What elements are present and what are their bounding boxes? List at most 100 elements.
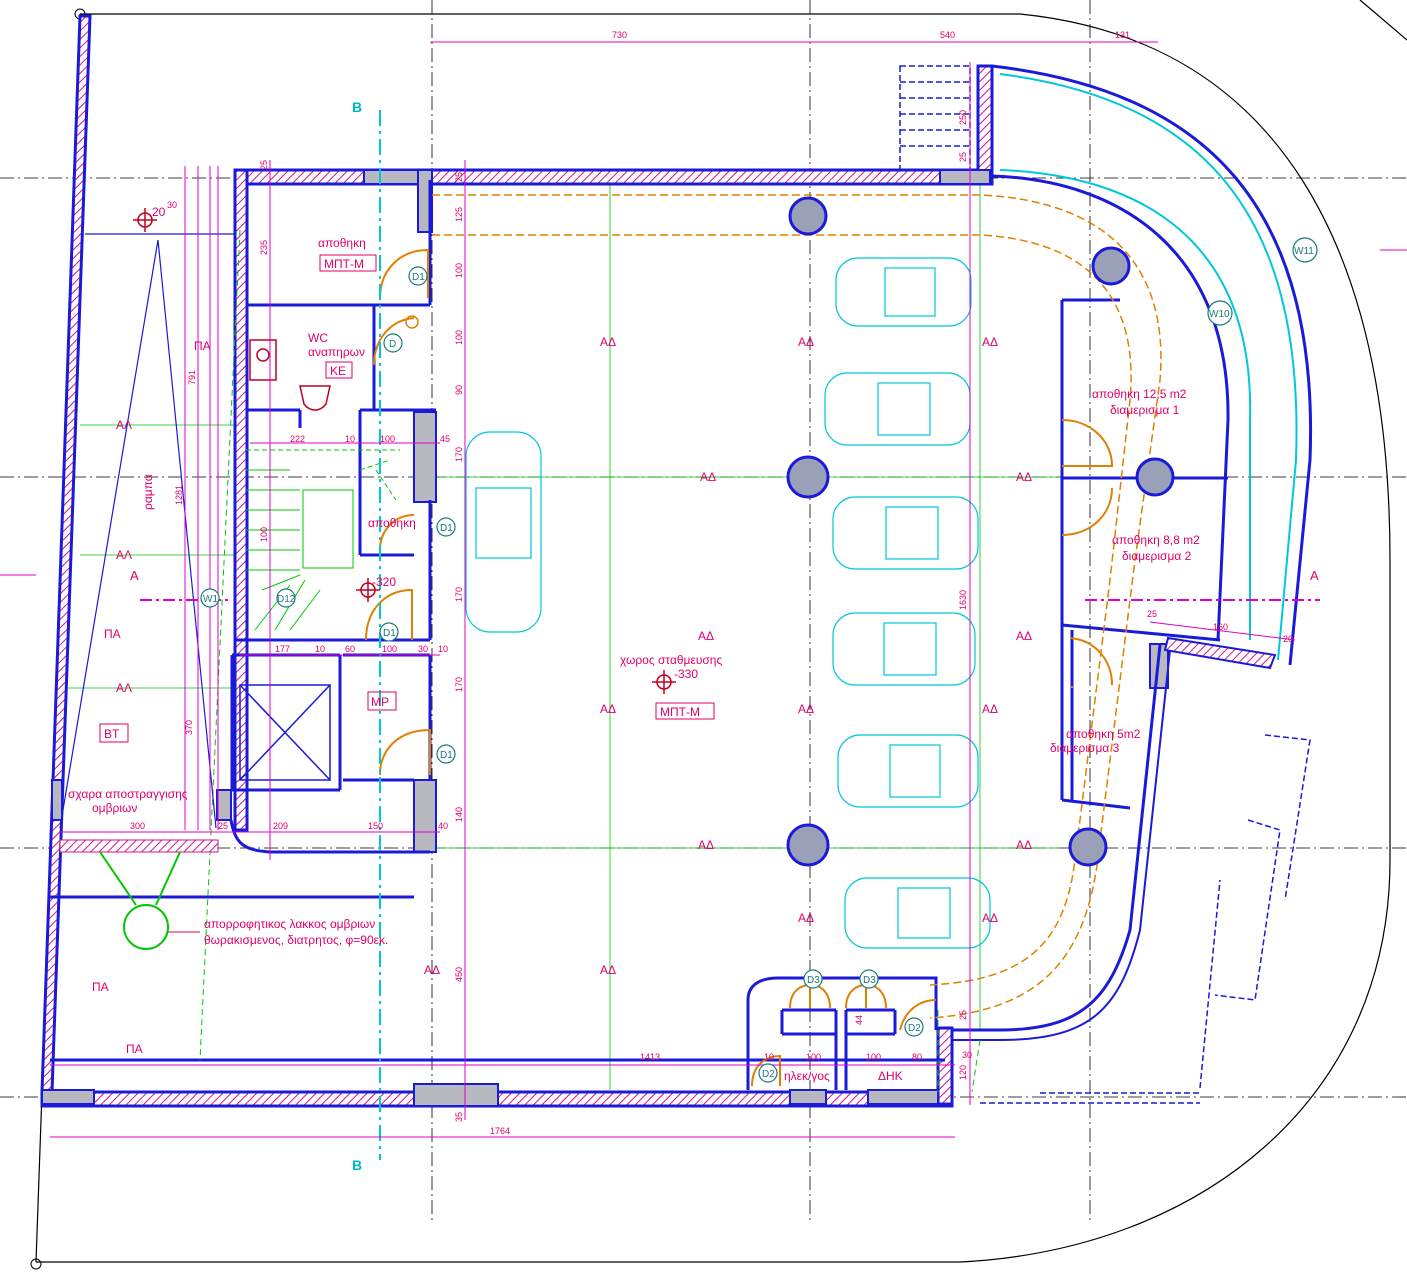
svg-text:ΑΔ: ΑΔ <box>700 470 716 484</box>
column-1 <box>788 196 828 236</box>
svg-text:ΠΑ: ΠΑ <box>126 1042 143 1056</box>
svg-text:25: 25 <box>1147 609 1157 619</box>
section-b-bottom: B <box>352 1157 362 1173</box>
svg-text:ΠΑ: ΠΑ <box>104 627 121 641</box>
svg-text:ΑΛ: ΑΛ <box>116 548 132 562</box>
svg-text:D: D <box>389 339 396 350</box>
svg-text:αποθηκη 5m2: αποθηκη 5m2 <box>1066 727 1141 741</box>
svg-text:αποθηκη: αποθηκη <box>368 516 416 530</box>
svg-text:ΠΑ: ΠΑ <box>194 339 211 353</box>
svg-text:10: 10 <box>315 644 325 654</box>
section-a-right: A <box>1310 568 1319 583</box>
green-dashed <box>199 229 981 1093</box>
right-dashed-elements <box>980 734 1311 1104</box>
svg-text:45: 45 <box>440 434 450 444</box>
svg-text:θωρακισμενος, διατρητος, φ=90ε: θωρακισμενος, διατρητος, φ=90εκ. <box>204 933 388 947</box>
svg-text:D1: D1 <box>440 523 453 534</box>
section-b-top: B <box>352 99 362 115</box>
svg-text:αναπηρων: αναπηρων <box>308 345 365 359</box>
svg-text:διαμερισμα 2: διαμερισμα 2 <box>1122 549 1192 563</box>
svg-text:25: 25 <box>958 152 968 162</box>
car-1 <box>835 257 972 327</box>
svg-text:40: 40 <box>438 821 448 831</box>
svg-text:ΑΔ: ΑΔ <box>698 629 714 643</box>
svg-text:ΑΔ: ΑΔ <box>982 335 998 349</box>
svg-text:450: 450 <box>454 967 464 982</box>
svg-text:100: 100 <box>454 263 464 278</box>
column-3 <box>786 455 830 499</box>
svg-text:D12: D12 <box>277 594 296 605</box>
svg-text:1764: 1764 <box>490 1126 510 1136</box>
elevator-shaft <box>239 684 331 781</box>
svg-text:100: 100 <box>866 1052 881 1062</box>
svg-text:1413: 1413 <box>640 1052 660 1062</box>
svg-text:80: 80 <box>912 1052 922 1062</box>
svg-text:235: 235 <box>259 240 269 255</box>
svg-text:35: 35 <box>454 1112 464 1122</box>
svg-text:250: 250 <box>958 110 968 125</box>
svg-text:140: 140 <box>454 807 464 822</box>
orange-dashed-route <box>432 194 1162 1019</box>
svg-text:χωρος σταθμευσης: χωρος σταθμευσης <box>620 653 722 667</box>
svg-text:ΑΔ: ΑΔ <box>982 911 998 925</box>
column-6 <box>1068 827 1108 867</box>
svg-text:ΑΔ: ΑΔ <box>600 335 616 349</box>
svg-text:44: 44 <box>854 1015 864 1025</box>
svg-text:αποθηκη 12,5 m2: αποθηκη 12,5 m2 <box>1092 387 1187 401</box>
svg-text:D2: D2 <box>908 1023 921 1034</box>
svg-text:100: 100 <box>806 1052 821 1062</box>
ramp <box>59 233 235 829</box>
svg-text:ΚΕ: ΚΕ <box>330 364 346 378</box>
car-3 <box>832 496 979 570</box>
svg-text:ΑΔ: ΑΔ <box>424 963 440 977</box>
car-7 <box>465 431 542 633</box>
column-2 <box>1091 246 1131 286</box>
svg-text:100: 100 <box>259 527 269 542</box>
svg-text:ΜΠΤ-Μ: ΜΠΤ-Μ <box>660 705 700 719</box>
svg-text:ΑΔ: ΑΔ <box>1016 838 1032 852</box>
svg-text:ΑΔ: ΑΔ <box>798 702 814 716</box>
svg-text:ομβριων: ομβριων <box>92 801 137 815</box>
svg-text:ΠΑ: ΠΑ <box>92 980 109 994</box>
column-5 <box>786 823 830 867</box>
svg-text:25: 25 <box>218 821 228 831</box>
svg-text:131: 131 <box>1115 30 1130 40</box>
svg-text:W10: W10 <box>1209 309 1230 320</box>
svg-text:25: 25 <box>454 172 464 182</box>
svg-text:απορροφητικος λακκος ομβριων: απορροφητικος λακκος ομβριων <box>204 917 375 931</box>
svg-text:90: 90 <box>454 385 464 395</box>
svg-text:ΑΛ: ΑΛ <box>116 681 132 695</box>
svg-text:10: 10 <box>764 1052 774 1062</box>
svg-text:ΑΔ: ΑΔ <box>600 963 616 977</box>
svg-text:D3: D3 <box>807 975 820 986</box>
svg-text:370: 370 <box>184 720 194 735</box>
svg-text:170: 170 <box>454 447 464 462</box>
parked-cars <box>465 257 991 949</box>
survey-point-bottom <box>30 1258 42 1270</box>
svg-text:ΑΔ: ΑΔ <box>798 335 814 349</box>
wc-fixtures <box>249 315 419 411</box>
svg-text:W11: W11 <box>1294 246 1314 257</box>
level-north: 20 <box>152 205 166 219</box>
level-north-sup: 30 <box>167 200 177 210</box>
curved-facade <box>952 64 1313 1041</box>
svg-text:10: 10 <box>345 434 355 444</box>
svg-text:ΑΔ: ΑΔ <box>1016 470 1032 484</box>
svg-text:222: 222 <box>290 434 305 444</box>
drainage-pit <box>99 851 181 950</box>
svg-text:D1: D1 <box>440 750 453 761</box>
car-4 <box>832 612 976 686</box>
svg-text:διαμερισμα 1: διαμερισμα 1 <box>1110 403 1180 417</box>
car-6 <box>844 877 991 949</box>
svg-text:αποθηκη: αποθηκη <box>318 236 366 250</box>
svg-text:60: 60 <box>345 644 355 654</box>
door-tags <box>200 237 1318 1083</box>
svg-text:D3: D3 <box>863 975 876 986</box>
svg-text:300: 300 <box>130 821 145 831</box>
svg-text:D1: D1 <box>383 628 396 639</box>
interior-walls <box>50 180 1228 1090</box>
drain-grate <box>59 839 219 853</box>
svg-text:ΒΤ: ΒΤ <box>104 727 120 741</box>
svg-text:ΜΠΤ-Μ: ΜΠΤ-Μ <box>324 257 364 271</box>
svg-text:D1: D1 <box>412 272 425 283</box>
